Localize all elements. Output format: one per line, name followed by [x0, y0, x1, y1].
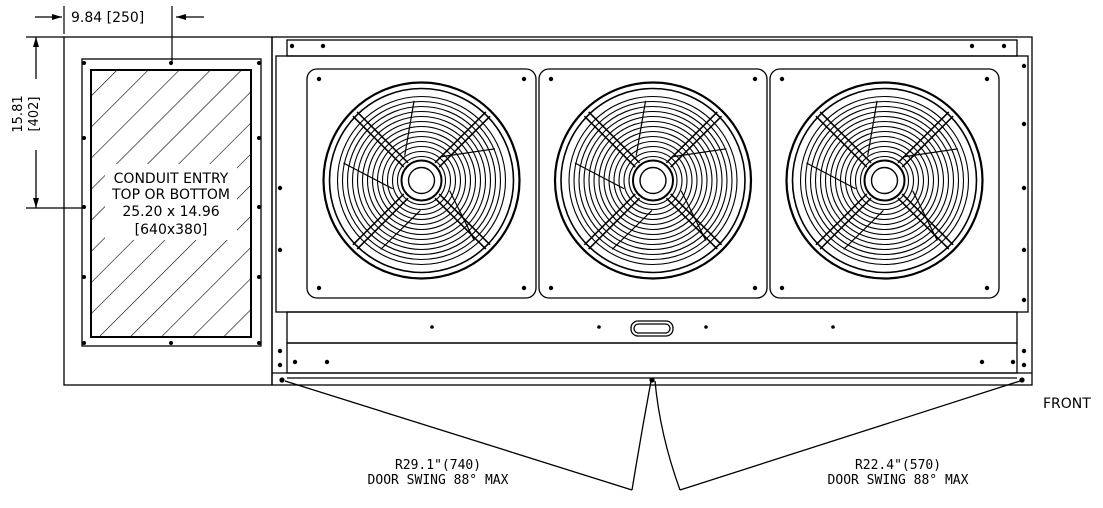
conduit-label-line4: [640x380] — [135, 222, 208, 238]
conduit-label-line1: CONDUIT ENTRY — [114, 171, 229, 187]
conduit-label-line3: 25.20 x 14.96 — [122, 204, 219, 220]
conduit-label-line2: TOP OR BOTTOM — [111, 187, 230, 203]
fan-guard — [538, 68, 768, 299]
width-dimension: 9.84 [250] — [35, 6, 204, 64]
door-swing-right-angle: DOOR SWING 88° MAX — [828, 473, 969, 488]
electrical-box — [63, 36, 273, 386]
width-dimension-label: 9.84 [250] — [71, 10, 144, 26]
door-swing — [284, 380, 1021, 491]
main-cabinet — [271, 36, 1033, 386]
height-dimension: 15.81 [402] — [11, 36, 82, 209]
door-swing-right-radius: R22.4"(570) — [855, 458, 941, 473]
door-swing-right-label: R22.4"(570) DOOR SWING 88° MAX — [828, 458, 969, 488]
door-swing-left-angle: DOOR SWING 88° MAX — [368, 473, 509, 488]
height-dimension-label-bottom: [402] — [27, 97, 42, 132]
door-swing-left-label: R29.1"(740) DOOR SWING 88° MAX — [368, 458, 509, 488]
conduit-label: CONDUIT ENTRY TOP OR BOTTOM 25.20 x 14.9… — [111, 171, 230, 238]
fan-guard — [306, 68, 537, 299]
fan-row — [306, 68, 1000, 299]
fan-guard — [769, 68, 1000, 299]
height-dimension-label-top: 15.81 — [11, 95, 26, 132]
service-handle — [630, 320, 674, 337]
front-label: FRONT — [1043, 396, 1091, 412]
door-swing-left-radius: R29.1"(740) — [395, 458, 481, 473]
